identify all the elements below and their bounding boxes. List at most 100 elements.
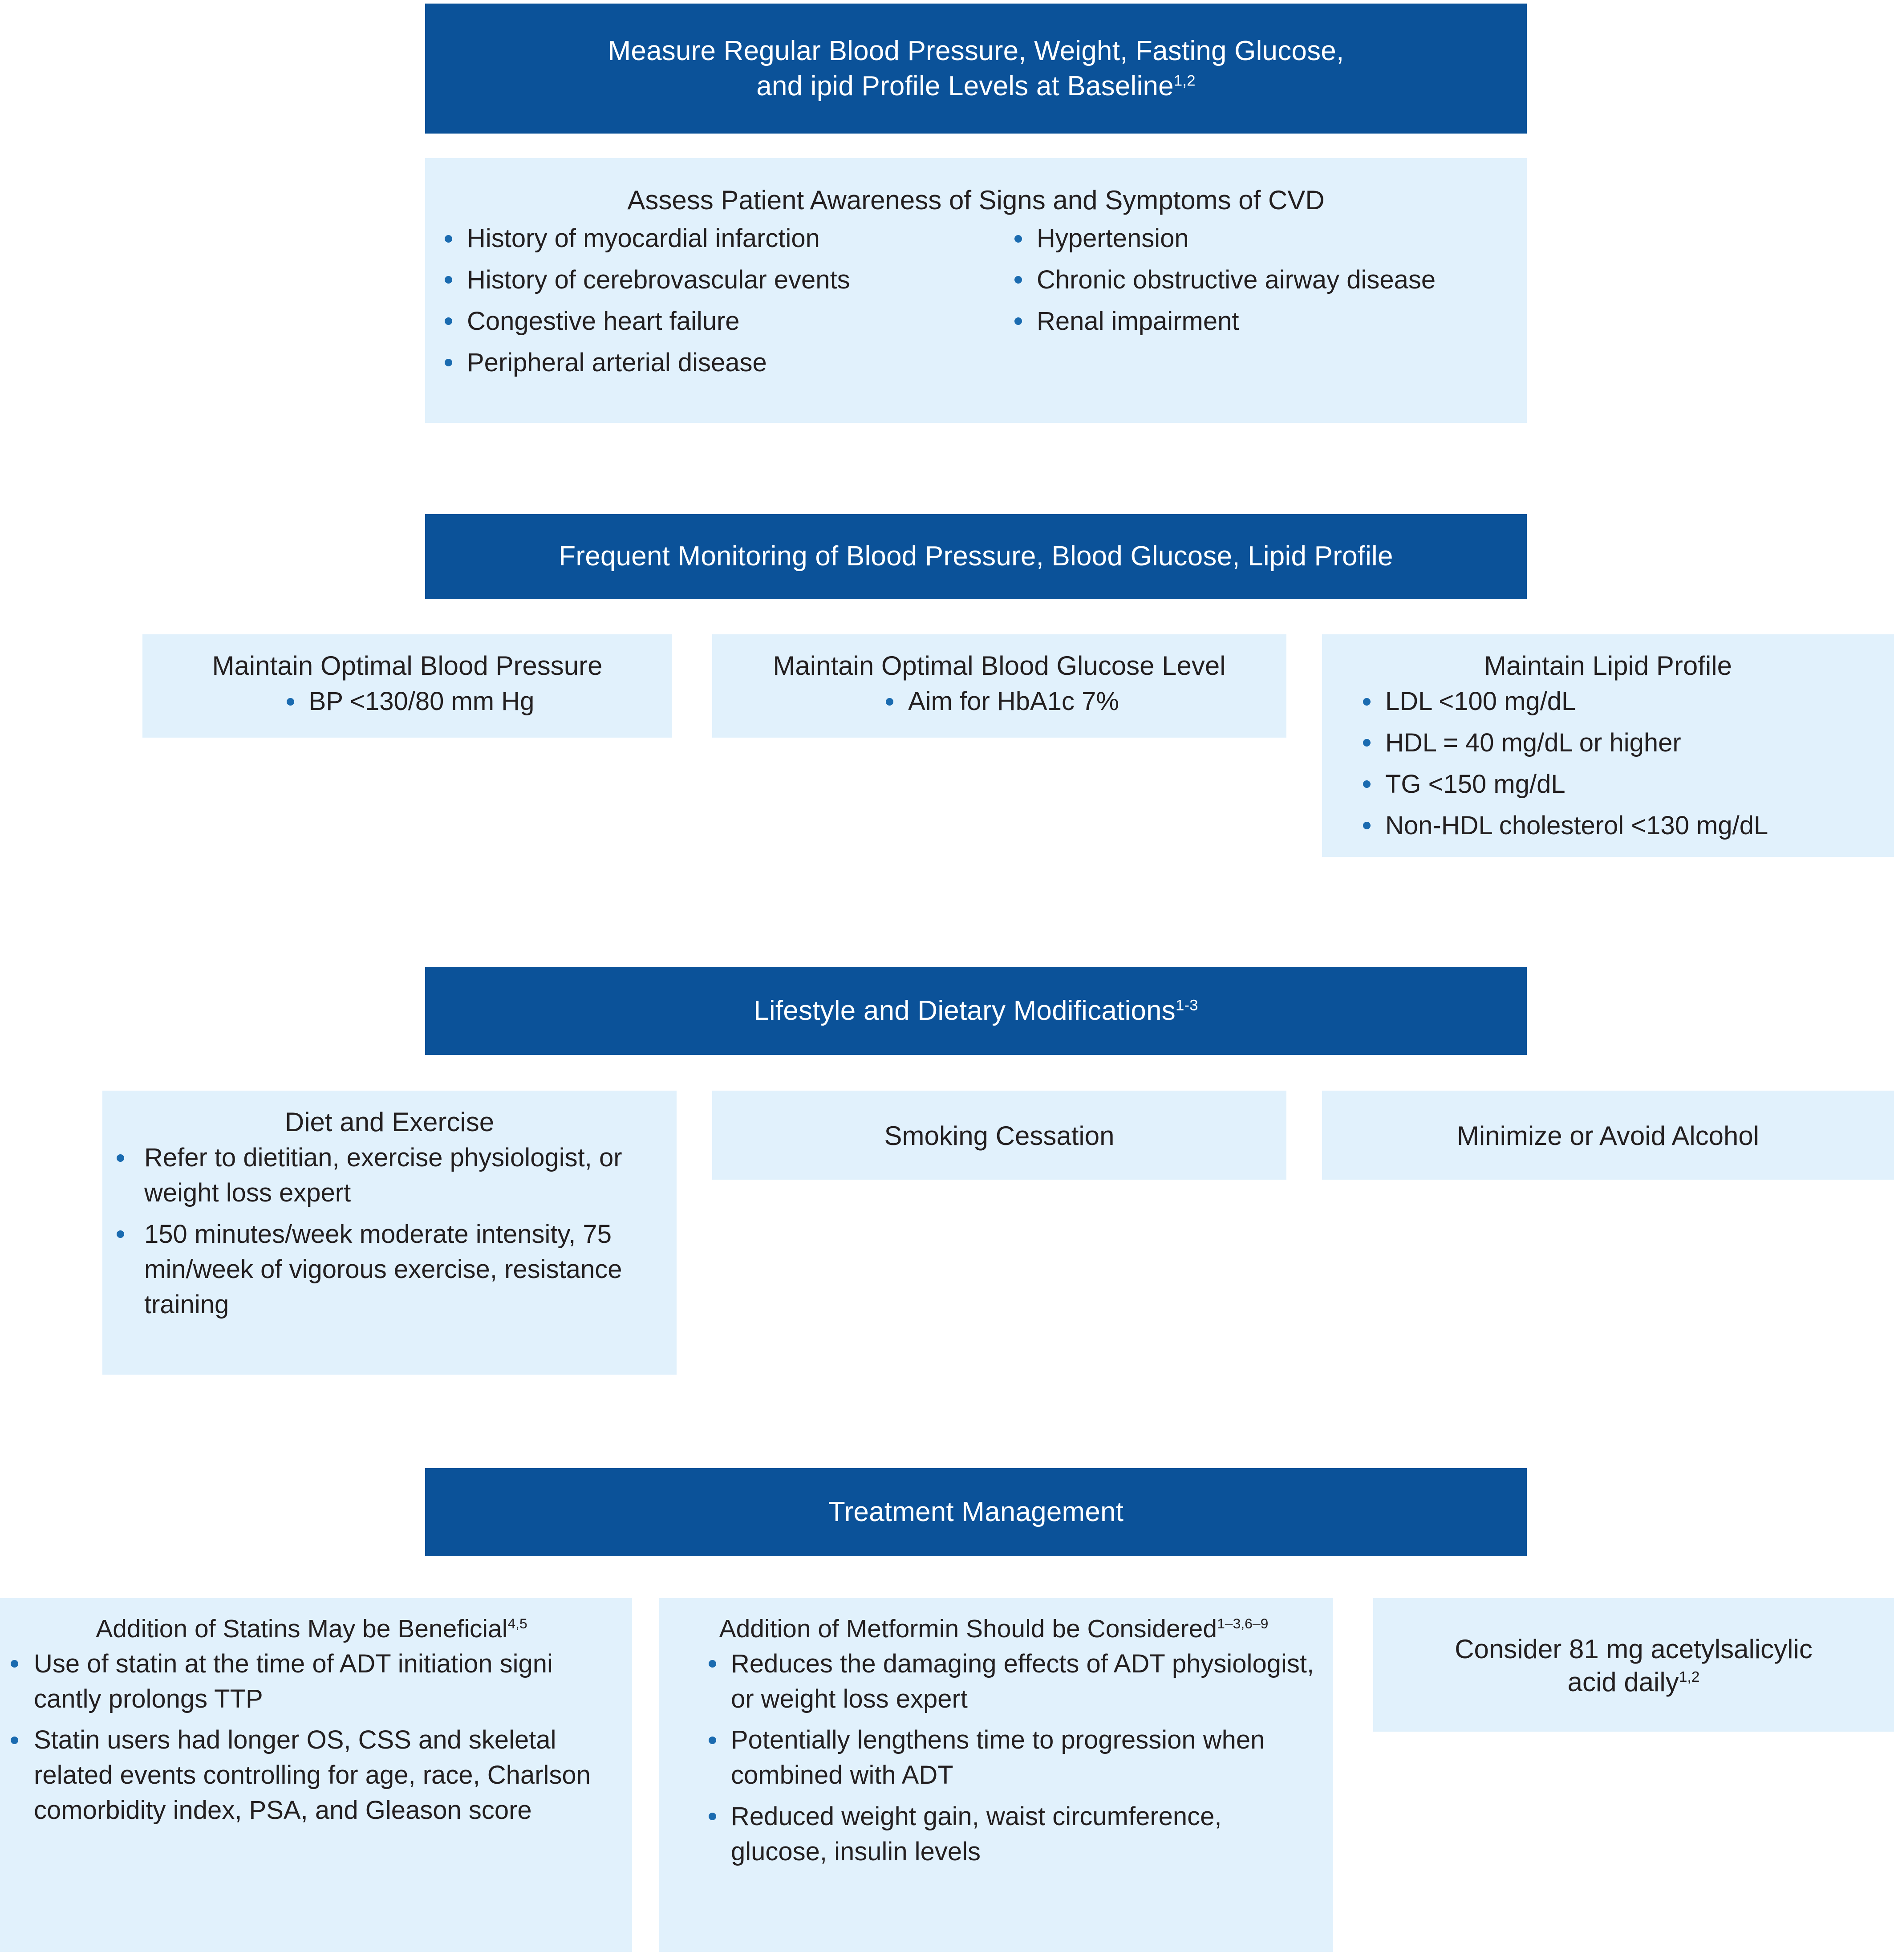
list-item-label: Congestive heart failure (467, 307, 740, 336)
bullet-dot-icon (445, 359, 452, 367)
list-item: History of myocardial infarction (438, 221, 1008, 256)
bullet-dot-icon (1014, 276, 1022, 284)
maintain-lipid-profile-box: Maintain Lipid Profile LDL <100 mg/dL HD… (1322, 634, 1894, 857)
list-item-label: History of myocardial infarction (467, 224, 820, 253)
list-item-label: Peripheral arterial disease (467, 348, 767, 377)
aspirin-title: Consider 81 mg acetylsalicylic acid dail… (1455, 1633, 1813, 1699)
bullet-dot-icon (1363, 698, 1371, 706)
list-item: 150 minutes/week moderate intensity, 75 … (116, 1217, 663, 1323)
list-item-label: Chronic obstructive airway disease (1036, 265, 1436, 295)
bullet-dot-icon (886, 698, 894, 706)
diet-and-exercise-box: Diet and Exercise Refer to dietitian, ex… (102, 1091, 677, 1375)
bullet-dot-icon (1363, 739, 1371, 747)
list-item: Use of statin at the time of ADT initiat… (9, 1647, 614, 1717)
maintain-lipid-profile-title: Maintain Lipid Profile (1484, 651, 1732, 681)
smoking-cessation-box: Smoking Cessation (712, 1091, 1286, 1180)
bullet-dot-icon (11, 1660, 18, 1668)
list-item: Aim for HbA1c 7% (880, 684, 1119, 719)
metformin-title: Addition of Metformin Should be Consider… (668, 1613, 1320, 1645)
lifestyle-header-bar: Lifestyle and Dietary Modifications1-3 (425, 967, 1527, 1055)
bullet-dot-icon (11, 1736, 18, 1744)
blood-glucose-list: Aim for HbA1c 7% (726, 684, 1273, 719)
monitoring-header-label: Frequent Monitoring of Blood Pressure, B… (559, 541, 1393, 572)
diet-and-exercise-title: Diet and Exercise (284, 1107, 495, 1137)
bullet-dot-icon (709, 1660, 716, 1668)
list-item-label: Aim for HbA1c 7% (908, 687, 1119, 716)
metformin-title-label: Addition of Metformin Should be Consider… (719, 1615, 1217, 1643)
list-item: HDL = 40 mg/dL or higher (1357, 726, 1881, 761)
cvd-left-list: History of myocardial infarction History… (438, 221, 1008, 381)
bullet-dot-icon (1014, 235, 1022, 243)
minimize-alcohol-box: Minimize or Avoid Alcohol (1322, 1091, 1894, 1180)
bullet-dot-icon (117, 1230, 124, 1238)
list-item: Non-HDL cholesterol <130 mg/dL (1357, 808, 1881, 844)
bullet-dot-icon (445, 235, 452, 243)
bullet-dot-icon (117, 1154, 124, 1162)
statins-title-label: Addition of Statins May be Beneficial (96, 1615, 508, 1643)
list-item-label: 150 minutes/week moderate intensity, 75 … (144, 1220, 622, 1319)
list-item: History of cerebrovascular events (438, 263, 1008, 298)
metformin-box: Addition of Metformin Should be Consider… (659, 1598, 1333, 1952)
list-item: Congestive heart failure (438, 304, 1008, 339)
list-item: LDL <100 mg/dL (1357, 684, 1881, 719)
baseline-header-bar: Measure Regular Blood Pressure, Weight, … (425, 4, 1527, 134)
bullet-dot-icon (709, 1736, 716, 1744)
monitoring-header-bar: Frequent Monitoring of Blood Pressure, B… (425, 514, 1527, 599)
lifestyle-header-superscript: 1-3 (1176, 997, 1198, 1014)
metformin-title-superscript: 1–3,6–9 (1217, 1615, 1269, 1631)
cvd-awareness-box: Assess Patient Awareness of Signs and Sy… (425, 158, 1527, 423)
bullet-dot-icon (1014, 317, 1022, 325)
list-item: BP <130/80 mm Hg (280, 684, 535, 719)
treatment-management-header-bar: Treatment Management (425, 1468, 1527, 1556)
list-item-label: Renal impairment (1036, 307, 1239, 336)
lipid-profile-list: LDL <100 mg/dL HDL = 40 mg/dL or higher … (1335, 684, 1881, 844)
list-item-label: History of cerebrovascular events (467, 265, 850, 295)
bullet-dot-icon (1363, 822, 1371, 830)
smoking-cessation-title: Smoking Cessation (884, 1120, 1115, 1151)
list-item-label: Hypertension (1036, 224, 1189, 253)
treatment-management-header-label: Treatment Management (828, 1497, 1124, 1528)
maintain-blood-glucose-title: Maintain Optimal Blood Glucose Level (773, 651, 1226, 681)
bullet-dot-icon (445, 276, 452, 284)
cvd-column-left: History of myocardial infarction History… (438, 221, 1008, 381)
minimize-alcohol-title: Minimize or Avoid Alcohol (1456, 1120, 1760, 1151)
cvd-right-list: Hypertension Chronic obstructive airway … (1008, 221, 1513, 339)
bullet-dot-icon (1363, 780, 1371, 788)
cvd-awareness-title: Assess Patient Awareness of Signs and Sy… (627, 185, 1325, 215)
list-item-label: BP <130/80 mm Hg (308, 687, 535, 716)
maintain-blood-glucose-box: Maintain Optimal Blood Glucose Level Aim… (712, 634, 1286, 738)
baseline-header-line1: Measure Regular Blood Pressure, Weight, … (608, 35, 1344, 66)
bullet-dot-icon (709, 1813, 716, 1821)
cvd-awareness-columns: History of myocardial infarction History… (438, 221, 1513, 381)
list-item-label: Potentially lengthens time to progressio… (731, 1725, 1265, 1790)
statins-list: Use of statin at the time of ADT initiat… (9, 1647, 614, 1828)
statins-title: Addition of Statins May be Beneficial4,5 (9, 1613, 614, 1645)
statins-title-superscript: 4,5 (507, 1615, 527, 1631)
baseline-header-line2: and ipid Profile Levels at Baseline (756, 71, 1174, 101)
bullet-dot-icon (286, 698, 294, 706)
aspirin-line1: Consider 81 mg acetylsalicylic (1455, 1634, 1813, 1664)
metformin-list: Reduces the damaging effects of ADT phys… (668, 1647, 1320, 1870)
list-item-label: Non-HDL cholesterol <130 mg/dL (1385, 811, 1768, 840)
maintain-blood-pressure-box: Maintain Optimal Blood Pressure BP <130/… (142, 634, 672, 738)
aspirin-superscript: 1,2 (1679, 1669, 1700, 1685)
blood-pressure-list: BP <130/80 mm Hg (156, 684, 659, 719)
list-item-label: Reduced weight gain, waist circumference… (731, 1802, 1222, 1867)
diet-and-exercise-list: Refer to dietitian, exercise physiologis… (116, 1140, 663, 1322)
list-item: Potentially lengthens time to progressio… (702, 1723, 1320, 1793)
list-item: Reduced weight gain, waist circumference… (702, 1799, 1320, 1870)
cvd-column-right: Hypertension Chronic obstructive airway … (1008, 221, 1513, 381)
list-item-label: LDL <100 mg/dL (1385, 687, 1576, 716)
list-item-label: Reduces the damaging effects of ADT phys… (731, 1649, 1314, 1713)
list-item: Chronic obstructive airway disease (1008, 263, 1513, 298)
list-item: Refer to dietitian, exercise physiologis… (116, 1140, 663, 1211)
list-item-label: Statin users had longer OS, CSS and skel… (34, 1725, 591, 1825)
list-item: Statin users had longer OS, CSS and skel… (9, 1723, 614, 1828)
list-item-label: HDL = 40 mg/dL or higher (1385, 728, 1681, 758)
list-item-label: Refer to dietitian, exercise physiologis… (144, 1143, 622, 1208)
lifestyle-header-label: Lifestyle and Dietary Modifications (754, 995, 1176, 1027)
list-item: TG <150 mg/dL (1357, 767, 1881, 802)
list-item: Reduces the damaging effects of ADT phys… (702, 1647, 1320, 1717)
list-item: Hypertension (1008, 221, 1513, 256)
